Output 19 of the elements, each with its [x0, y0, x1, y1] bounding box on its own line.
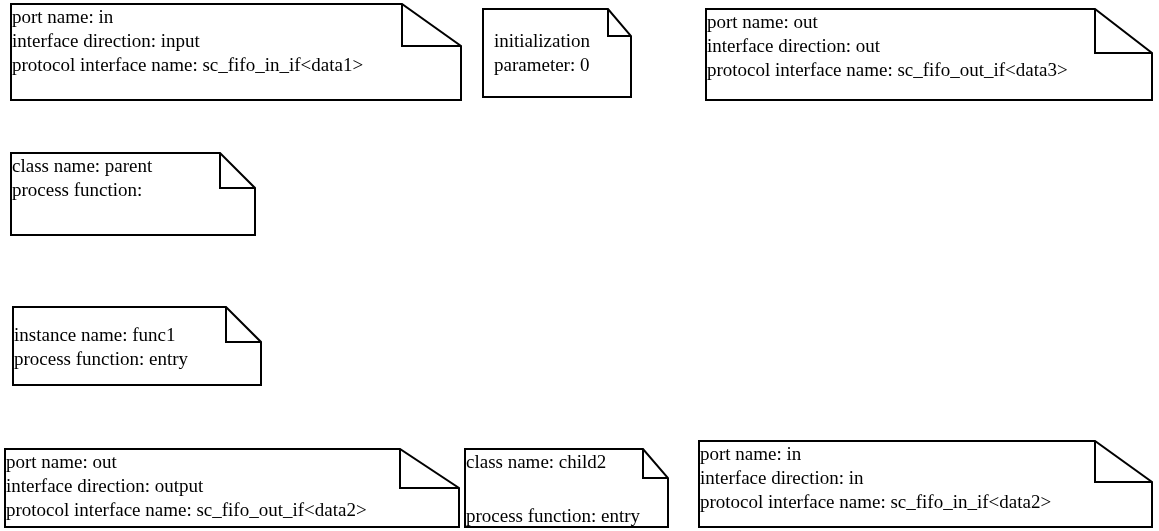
note-text: interface direction: out [707, 34, 881, 58]
note-text: protocol interface name: sc_fifo_out_if<data2> [6, 498, 367, 522]
note-text: port name: in [12, 5, 114, 29]
note-text: port name: out [6, 450, 117, 474]
note-text: process function: [12, 178, 143, 202]
note-text: process function: entry [466, 504, 641, 528]
note-text: interface direction: output [6, 474, 204, 498]
note-text: protocol interface name: sc_fifo_in_if<data2> [700, 490, 1052, 514]
note-text: interface direction: in [700, 466, 864, 490]
note-text: class name: parent [12, 154, 153, 178]
note-text: port name: out [707, 10, 818, 34]
note-text: initialization parameter: 0 [494, 29, 592, 77]
note-text: instance name: func1 [14, 323, 176, 347]
note-text: port name: in [700, 442, 802, 466]
note-text: interface direction: input [12, 29, 200, 53]
note-text: protocol interface name: sc_fifo_in_if<data1> [12, 53, 364, 77]
note-text: class name: child2 [466, 450, 607, 474]
note-text: process function: entry [14, 347, 189, 371]
note-text: protocol interface name: sc_fifo_out_if<data3> [707, 58, 1068, 82]
